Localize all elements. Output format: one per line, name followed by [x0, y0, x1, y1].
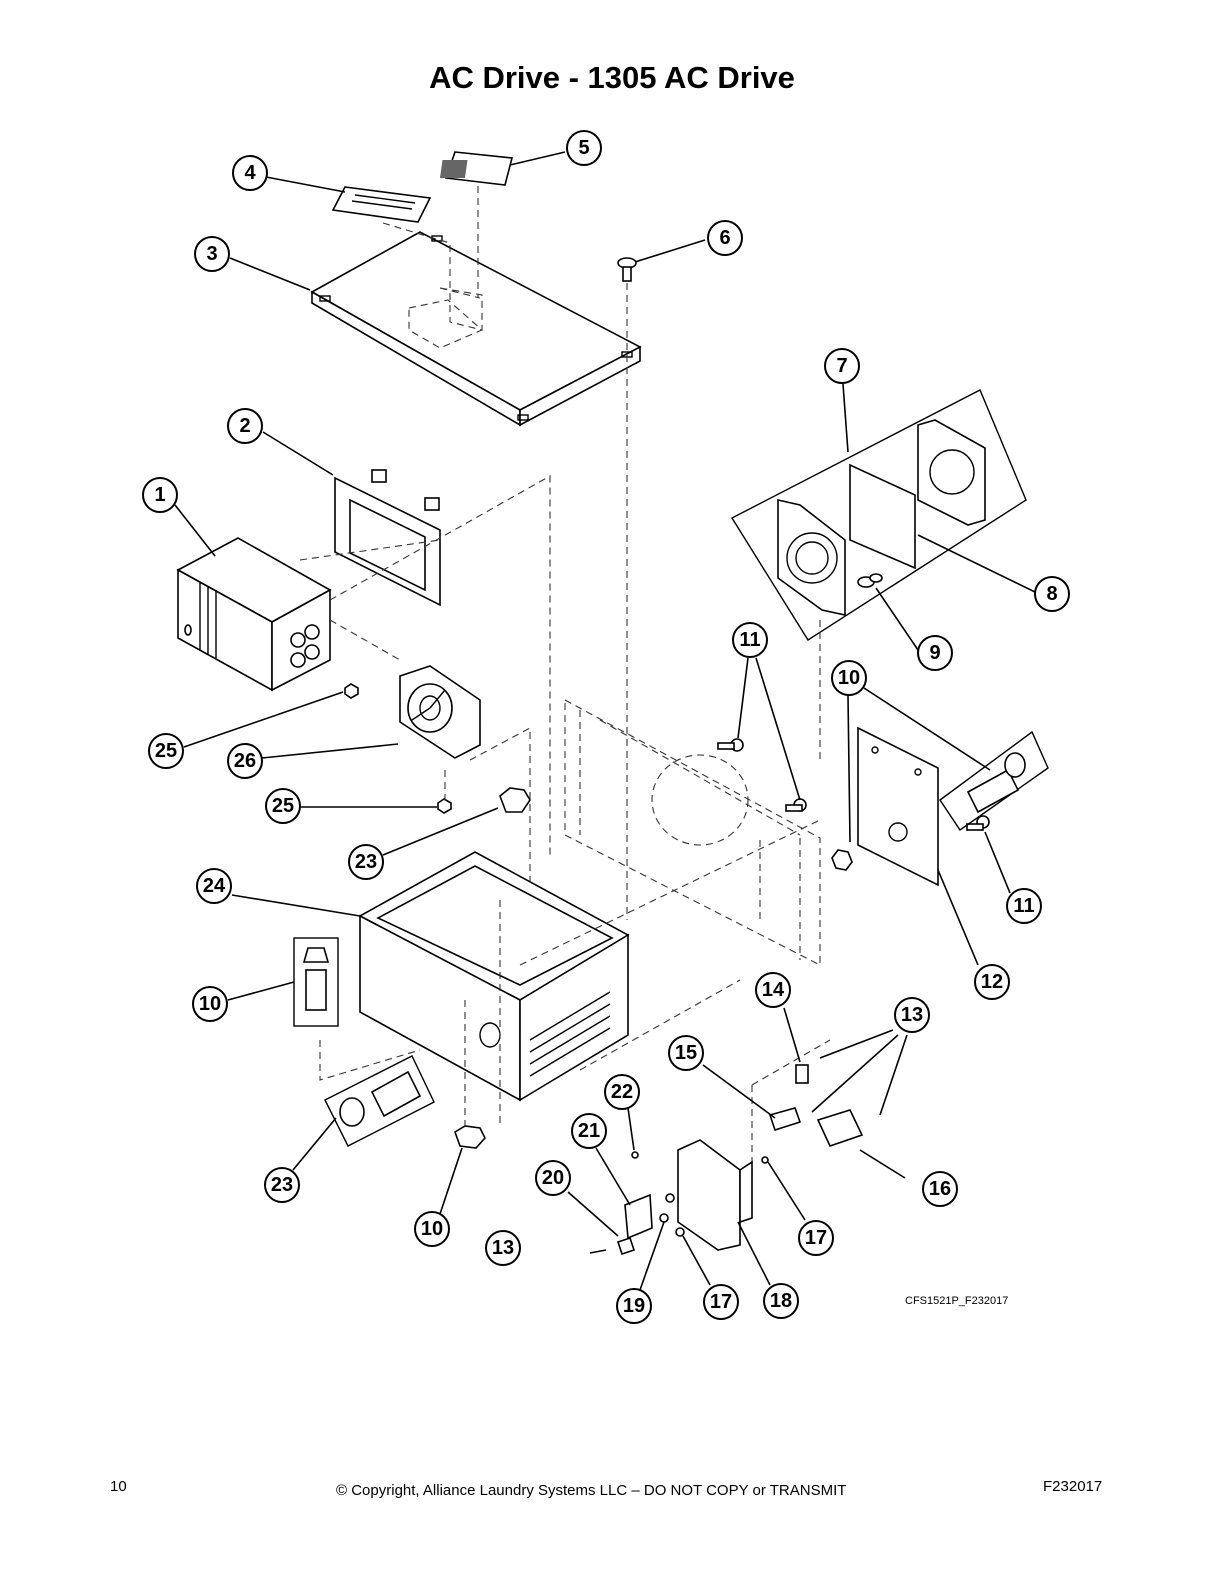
- svg-text:6: 6: [719, 227, 730, 249]
- svg-text:4: 4: [244, 162, 256, 184]
- svg-text:25: 25: [155, 740, 177, 762]
- svg-text:11: 11: [739, 629, 760, 651]
- svg-text:3: 3: [206, 243, 217, 265]
- mounting-plate-part: [857, 726, 939, 887]
- callout-25-lower: 25: [265, 788, 301, 824]
- callout-11-top: 11: [732, 622, 768, 658]
- callout-1: 1: [142, 477, 178, 513]
- callout-2: 2: [227, 408, 263, 444]
- svg-text:14: 14: [762, 979, 785, 1001]
- svg-text:23: 23: [271, 1174, 293, 1196]
- svg-text:16: 16: [929, 1178, 951, 1200]
- ac-drive-part: [176, 537, 332, 692]
- svg-text:21: 21: [578, 1120, 600, 1142]
- svg-text:7: 7: [836, 355, 847, 377]
- document-code: F232017: [1043, 1478, 1103, 1495]
- strain-relief-part: [293, 937, 339, 1027]
- svg-text:19: 19: [623, 1295, 645, 1317]
- svg-text:15: 15: [675, 1042, 697, 1064]
- svg-text:11: 11: [1013, 895, 1034, 917]
- callout-11-right: 11: [1006, 888, 1042, 924]
- svg-text:2: 2: [239, 415, 250, 437]
- svg-text:22: 22: [611, 1081, 633, 1103]
- svg-text:17: 17: [805, 1227, 827, 1249]
- svg-text:17: 17: [710, 1291, 732, 1313]
- terminal-parts: [768, 1064, 864, 1147]
- svg-text:25: 25: [272, 795, 294, 817]
- callout-21: 21: [571, 1113, 607, 1149]
- callout-24: 24: [196, 868, 232, 904]
- page-number: 10: [110, 1478, 127, 1495]
- hex-nut-part: [454, 1125, 486, 1149]
- cord-grip-part: [831, 730, 1049, 871]
- svg-text:13: 13: [492, 1237, 514, 1259]
- cooling-fan-part: [399, 665, 481, 759]
- terminal-bracket-part: [589, 1139, 769, 1256]
- fan-kit-part: [731, 389, 1027, 641]
- copyright-notice: © Copyright, Alliance Laundry Systems LL…: [336, 1482, 847, 1499]
- svg-text:10: 10: [838, 667, 860, 689]
- callout-10-bottom: 10: [414, 1211, 450, 1247]
- enclosure-box-part: [358, 851, 630, 1102]
- decal-part: [439, 151, 514, 186]
- svg-text:26: 26: [234, 750, 256, 772]
- callout-20: 20: [535, 1160, 571, 1196]
- machine-screw-part: [717, 738, 990, 831]
- callout-6: 6: [707, 220, 743, 256]
- page-title: AC Drive - 1305 AC Drive: [429, 60, 795, 95]
- lock-nut-part: [499, 787, 531, 813]
- top-cover-part: [310, 231, 642, 427]
- callout-25-upper: 25: [148, 733, 184, 769]
- callout-17-right: 17: [798, 1220, 834, 1256]
- callout-8: 8: [1034, 576, 1070, 612]
- callout-12: 12: [974, 964, 1010, 1000]
- svg-text:10: 10: [199, 993, 221, 1015]
- nut-part: [344, 683, 452, 814]
- callout-13-right: 13: [894, 997, 930, 1033]
- callout-14: 14: [755, 972, 791, 1008]
- svg-text:9: 9: [929, 642, 940, 664]
- svg-text:10: 10: [421, 1218, 443, 1240]
- svg-text:1: 1: [154, 484, 165, 506]
- figure-code: CFS1521P_F232017: [905, 1295, 1009, 1307]
- callout-18: 18: [763, 1283, 799, 1319]
- callout-5: 5: [566, 130, 602, 166]
- callout-10-right: 10: [831, 660, 867, 696]
- mounting-bracket-part: [334, 469, 441, 607]
- svg-text:24: 24: [203, 875, 226, 897]
- callout-15: 15: [668, 1035, 704, 1071]
- svg-text:23: 23: [355, 851, 377, 873]
- callout-3: 3: [194, 236, 230, 272]
- callout-13-bottom: 13: [485, 1230, 521, 1266]
- callout-16: 16: [922, 1171, 958, 1207]
- svg-text:8: 8: [1046, 583, 1057, 605]
- callout-17-bottom: 17: [703, 1284, 739, 1320]
- callout-4: 4: [232, 155, 268, 191]
- svg-text:18: 18: [770, 1290, 792, 1312]
- callout-22: 22: [604, 1074, 640, 1110]
- callout-23-lower: 23: [264, 1167, 300, 1203]
- screw-part: [617, 257, 637, 282]
- svg-text:12: 12: [981, 971, 1003, 993]
- leader-lines: [174, 151, 1036, 1291]
- callout-10-left: 10: [192, 986, 228, 1022]
- callout-26: 26: [227, 743, 263, 779]
- connector-part: [324, 1055, 435, 1147]
- callout-9: 9: [917, 635, 953, 671]
- svg-text:5: 5: [578, 137, 589, 159]
- svg-text:13: 13: [901, 1004, 923, 1026]
- callout-7: 7: [824, 348, 860, 384]
- svg-text:20: 20: [542, 1167, 564, 1189]
- callout-19: 19: [616, 1288, 652, 1324]
- callout-23-upper: 23: [348, 844, 384, 880]
- warning-label-part: [331, 186, 432, 223]
